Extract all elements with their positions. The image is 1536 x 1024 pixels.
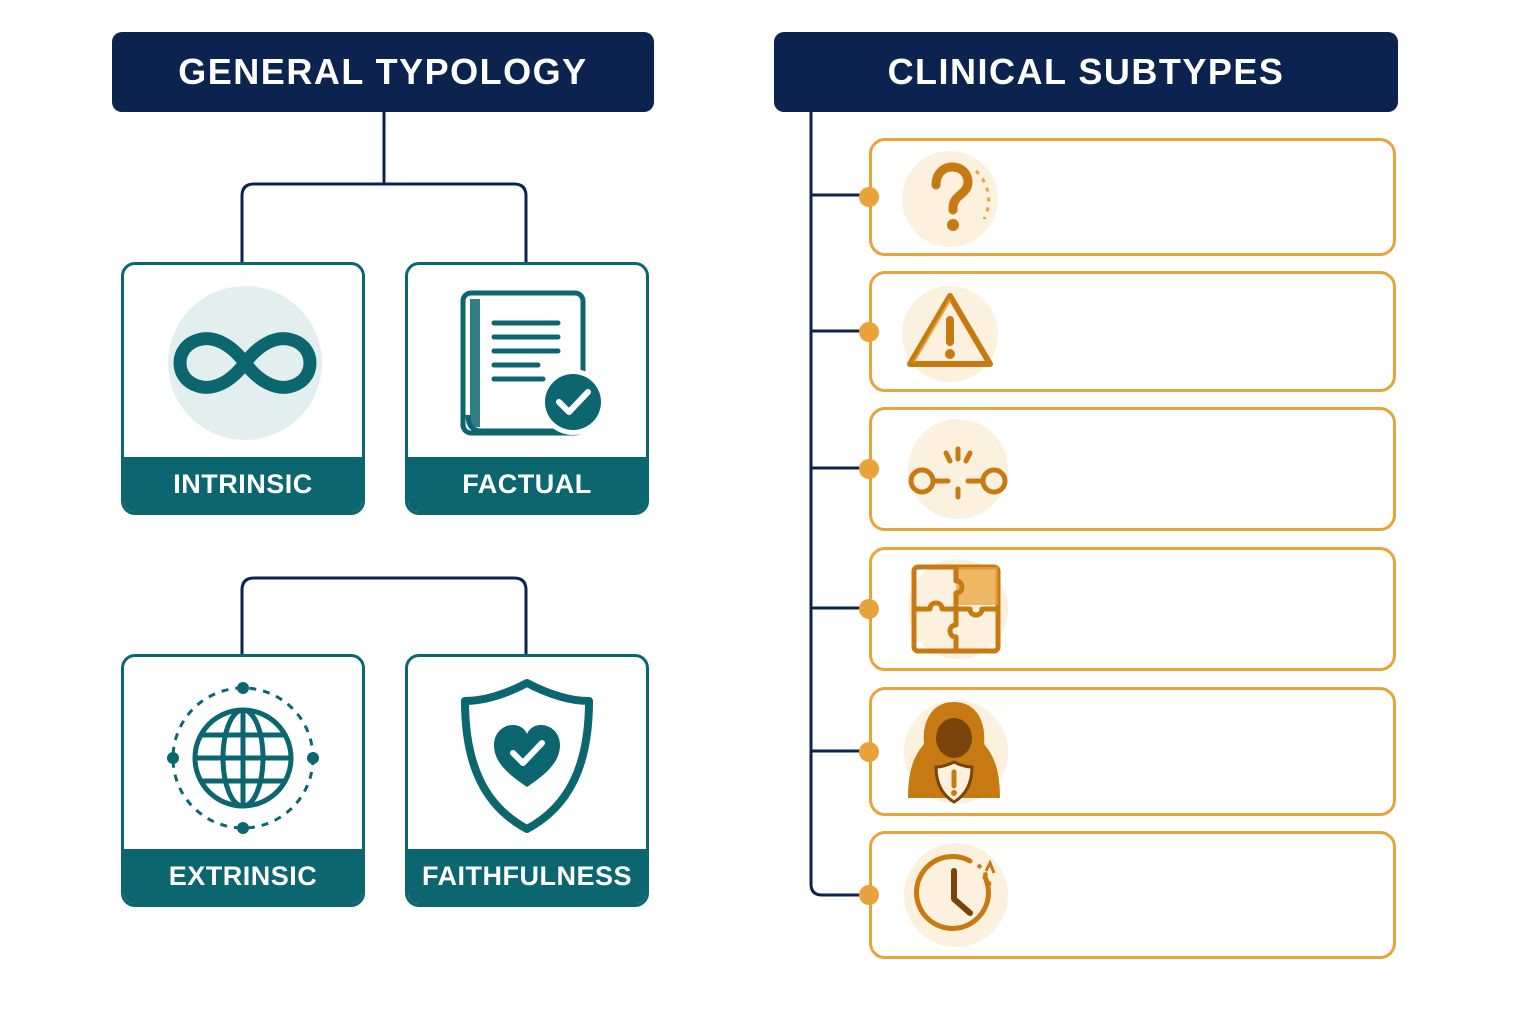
general-typology-header: GENERAL TYPOLOGY [112,32,654,112]
document-check-icon [460,290,606,436]
broken-link-icon [908,419,1008,519]
subtype-item-question [859,138,1396,256]
top-tree-connector [240,112,528,262]
clinical-subtypes-header: CLINICAL SUBTYPES [774,32,1398,112]
card-factual: FACTUAL [405,262,649,515]
question-mark-icon [902,151,998,247]
right-spine-connector [809,112,869,897]
subtype-item-clock [859,831,1396,959]
connector-dot [859,741,879,762]
warning-triangle-icon [902,285,998,382]
card-faithfulness: FAITHFULNESS [405,654,649,907]
bottom-tree-connector [240,576,528,654]
card-label: FACTUAL [408,457,646,512]
infinity-icon [168,286,322,440]
card-label: EXTRINSIC [124,849,362,904]
connector-dot [859,321,879,342]
connector-dot [859,885,879,905]
card-extrinsic: EXTRINSIC [121,654,365,907]
connector-dot [859,187,879,207]
subtype-item-broken-link [859,407,1396,531]
clock-icon [904,843,1008,947]
card-intrinsic: INTRINSIC [121,262,365,515]
subtype-item-puzzle [859,547,1396,671]
card-label: INTRINSIC [124,457,362,512]
general-typology-title: GENERAL TYPOLOGY [178,51,588,92]
connector-dot [859,459,879,479]
shield-heart-icon [461,679,593,833]
card-label: FAITHFULNESS [408,849,646,904]
clinical-subtypes-title: CLINICAL SUBTYPES [887,51,1285,92]
connector-dot [859,599,879,619]
subtype-item-hooded-figure [859,687,1396,816]
puzzle-icon [908,559,1008,659]
globe-icon [167,682,319,834]
subtype-item-warning [859,271,1396,392]
hooded-figure-shield-icon [904,699,1008,804]
right-branch-connectors [811,193,869,753]
